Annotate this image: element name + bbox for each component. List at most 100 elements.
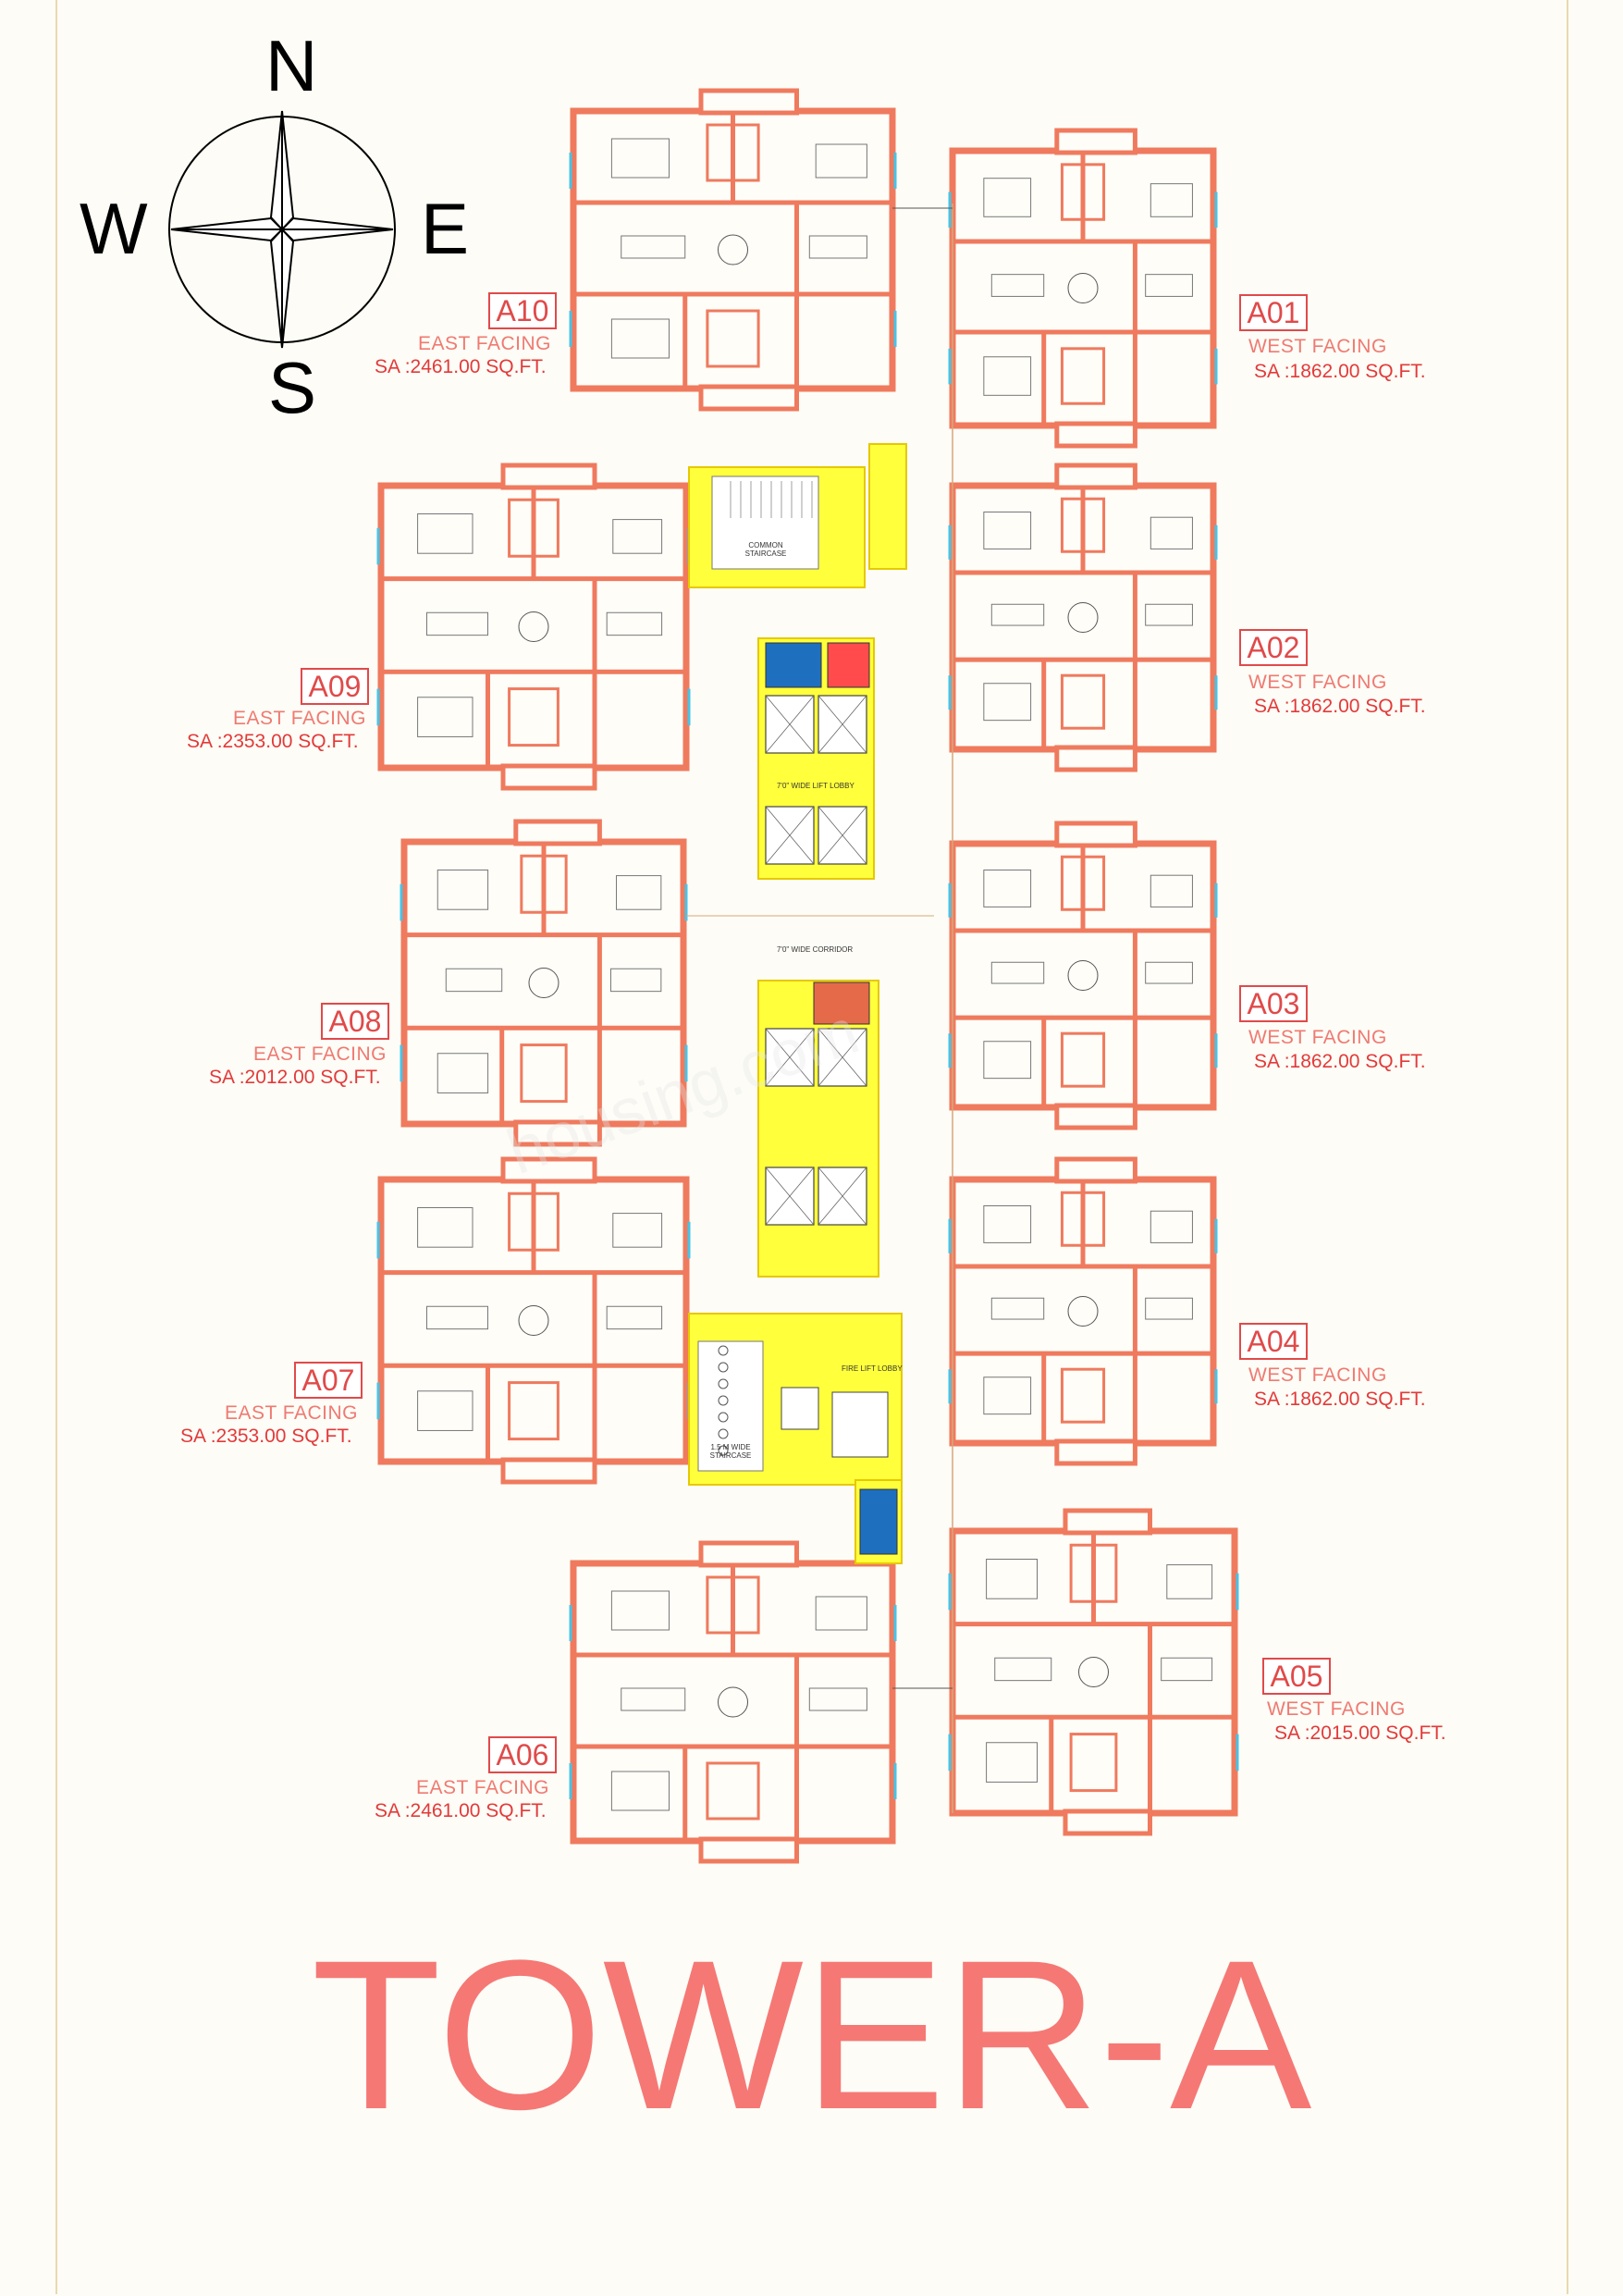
compass-rose [168, 110, 396, 349]
bed [610, 318, 670, 359]
dining-table [718, 1686, 748, 1718]
toilet-room [1069, 1543, 1118, 1603]
bed [436, 870, 489, 910]
stair-baluster [718, 1445, 729, 1456]
unit-facing-a06: EAST FACING [416, 1777, 549, 1798]
toilet-room [706, 123, 760, 182]
sofa [621, 235, 686, 259]
toilet-room [706, 1575, 760, 1635]
unit-area-a05: SA :2015.00 SQ.FT. [1274, 1722, 1446, 1744]
toilet-room [1060, 1367, 1106, 1424]
balcony-bump [513, 819, 602, 846]
balcony-bump [500, 763, 597, 791]
balcony-bump [1054, 128, 1137, 155]
unit-area-a04: SA :1862.00 SQ.FT. [1254, 1389, 1426, 1410]
sofa [445, 968, 503, 993]
unit-area-a10: SA :2461.00 SQ.FT. [375, 356, 547, 377]
dining-table [1067, 960, 1099, 991]
unit-tag-a09: A09 [301, 668, 369, 705]
dining-table [718, 234, 748, 265]
balcony-bump [698, 88, 799, 116]
toilet-room [1060, 673, 1106, 730]
lift-cross [765, 806, 815, 865]
sofa [990, 961, 1045, 984]
bed [983, 1205, 1032, 1243]
bed [815, 143, 867, 179]
unit-tag-a08: A08 [321, 1003, 389, 1040]
unit-area-a07: SA :2353.00 SQ.FT. [180, 1426, 352, 1447]
sofa [609, 968, 662, 993]
toilet-room [508, 498, 559, 558]
stair-baluster [718, 1345, 729, 1356]
unit-facing-a05: WEST FACING [1267, 1698, 1406, 1720]
compass-west-label: W [80, 188, 148, 269]
dining-table [1067, 602, 1099, 633]
sofa [990, 1297, 1045, 1320]
staircase-steps [697, 1340, 764, 1472]
bed [616, 875, 662, 910]
unit-tag-a03: A03 [1239, 985, 1308, 1022]
service-room [813, 981, 870, 1025]
dining-table [528, 968, 559, 998]
balcony-bump [1054, 745, 1137, 772]
toilet-room [1060, 497, 1106, 553]
balcony-bump [1054, 1103, 1137, 1130]
dining-table [1067, 273, 1099, 303]
lift-car [781, 1387, 819, 1430]
bed [983, 512, 1032, 549]
toilet-room [508, 1381, 559, 1441]
bed [417, 513, 473, 554]
sofa [1145, 603, 1193, 626]
building-layout: housing.com [376, 88, 1239, 1864]
service-room [827, 642, 870, 688]
bed [986, 1742, 1038, 1783]
bed [983, 1376, 1032, 1415]
toilet-room [508, 1191, 559, 1252]
bed [1150, 516, 1193, 549]
bed [983, 1041, 1032, 1080]
bed [610, 138, 670, 179]
balcony-bump [513, 1119, 602, 1147]
unit-facing-a07: EAST FACING [225, 1402, 358, 1424]
sofa [606, 611, 663, 636]
toilet-room [1060, 1191, 1106, 1247]
bed [1150, 183, 1193, 217]
unit-facing-a02: WEST FACING [1248, 672, 1387, 693]
electrical-room [859, 1488, 898, 1555]
stair-baluster [718, 1362, 729, 1373]
bed [983, 356, 1032, 396]
toilet-room [1060, 1031, 1106, 1088]
balcony-bump [1054, 1156, 1137, 1184]
stair-baluster [718, 1412, 729, 1423]
unit-facing-a03: WEST FACING [1248, 1027, 1387, 1048]
balcony-bump [500, 1156, 597, 1184]
staircase-2-label: 1.5 M WIDE STAIRCASE [709, 1443, 752, 1460]
balcony-bump [1054, 421, 1137, 449]
toilet-room [1069, 1733, 1118, 1793]
bed [1166, 1564, 1213, 1599]
sofa [1145, 961, 1193, 984]
lift-cross [818, 806, 867, 865]
compass-south-label: S [268, 347, 317, 428]
unit-tag-a07: A07 [294, 1362, 363, 1399]
balcony-bump [500, 1457, 597, 1485]
bed [983, 683, 1032, 722]
bed [417, 1390, 473, 1431]
unit-facing-a01: WEST FACING [1248, 336, 1387, 357]
sofa [621, 1687, 686, 1711]
tower-title: TOWER-A [311, 1916, 1312, 2154]
sofa [990, 274, 1045, 297]
lift-cross [765, 695, 815, 754]
fire-lobby-label: FIRE LIFT LOBBY [842, 1364, 903, 1373]
stair-baluster [718, 1395, 729, 1406]
balcony-bump [698, 384, 799, 412]
unit-facing-a09: EAST FACING [233, 708, 366, 729]
stair-baluster [718, 1428, 729, 1439]
unit-area-a01: SA :1862.00 SQ.FT. [1254, 361, 1426, 382]
sofa [1145, 1297, 1193, 1320]
toilet-room [1060, 347, 1106, 405]
lift-cross [818, 1167, 867, 1226]
toilet-room [508, 687, 559, 747]
stair-baluster [718, 1378, 729, 1389]
